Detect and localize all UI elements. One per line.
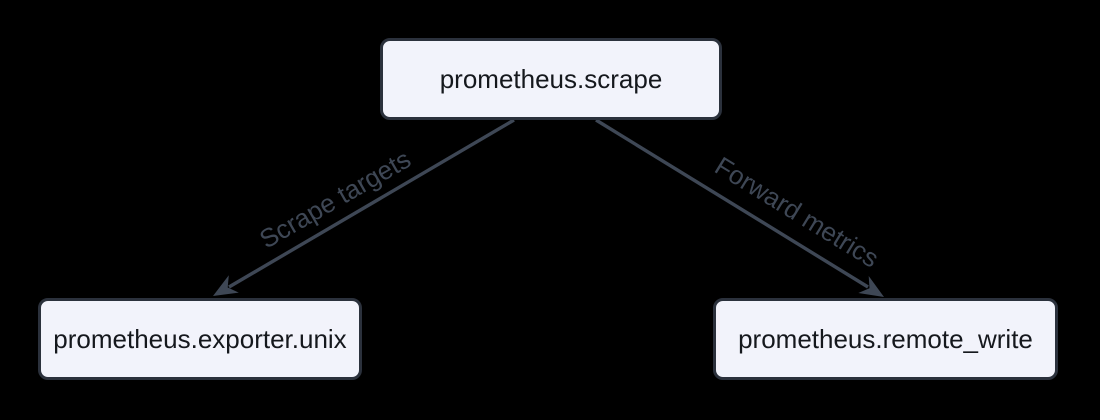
- node-prometheus-exporter-unix: prometheus.exporter.unix: [38, 298, 362, 380]
- edge-label-scrape-targets: Scrape targets: [254, 144, 415, 255]
- node-prometheus-remote-write: prometheus.remote_write: [713, 298, 1058, 380]
- edge-line-forward-metrics: [595, 118, 869, 289]
- node-label-prometheus-scrape: prometheus.scrape: [439, 64, 663, 94]
- node-prometheus-scrape: prometheus.scrape: [380, 38, 722, 120]
- arrowhead-scrape-targets: [213, 275, 239, 296]
- edge-scrape-to-remote-write: Forward metrics: [595, 118, 885, 297]
- node-label-prometheus-exporter-unix: prometheus.exporter.unix: [53, 324, 347, 354]
- edge-line-scrape-targets: [228, 118, 515, 289]
- edge-scrape-to-exporter: Scrape targets: [213, 118, 515, 296]
- edge-label-forward-metrics: Forward metrics: [710, 151, 885, 274]
- node-label-prometheus-remote-write: prometheus.remote_write: [738, 324, 1033, 354]
- arrowhead-forward-metrics: [858, 276, 884, 297]
